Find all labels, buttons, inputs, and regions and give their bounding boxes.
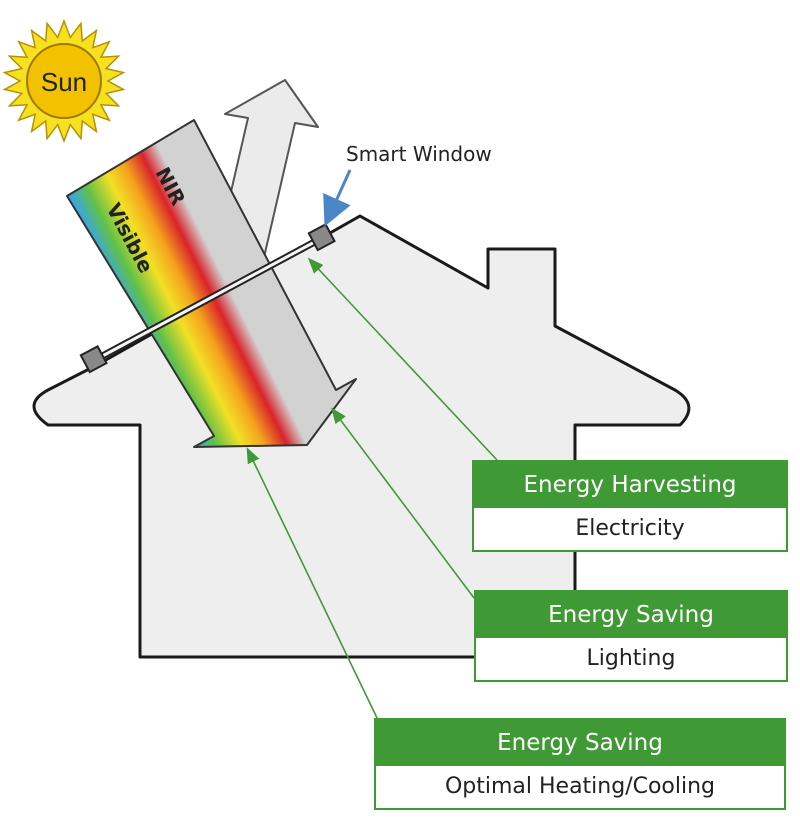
box-title: Energy Saving (476, 592, 786, 638)
window-clamp-right (307, 223, 336, 252)
smart-window-label: Smart Window (346, 142, 492, 166)
box-title: Energy Saving (376, 720, 784, 766)
harvesting-pointer (307, 257, 498, 461)
window-clamp-left (79, 345, 108, 374)
box-subtitle: Lighting (586, 646, 676, 671)
energy-harvesting-box: Energy Harvesting Electricity (472, 460, 788, 552)
sun-icon: Sun (2, 18, 126, 144)
energy-saving-lighting-box: Energy Saving Lighting (474, 590, 788, 682)
energy-saving-heating-box: Energy Saving Optimal Heating/Cooling (374, 718, 786, 810)
sun-label: Sun (41, 67, 87, 97)
box-subtitle: Electricity (575, 516, 685, 541)
lighting-pointer (331, 407, 475, 599)
box-title: Energy Harvesting (474, 462, 786, 508)
heating-pointer (246, 447, 379, 721)
box-subtitle: Optimal Heating/Cooling (444, 774, 716, 799)
smart-window-pointer (323, 169, 352, 227)
